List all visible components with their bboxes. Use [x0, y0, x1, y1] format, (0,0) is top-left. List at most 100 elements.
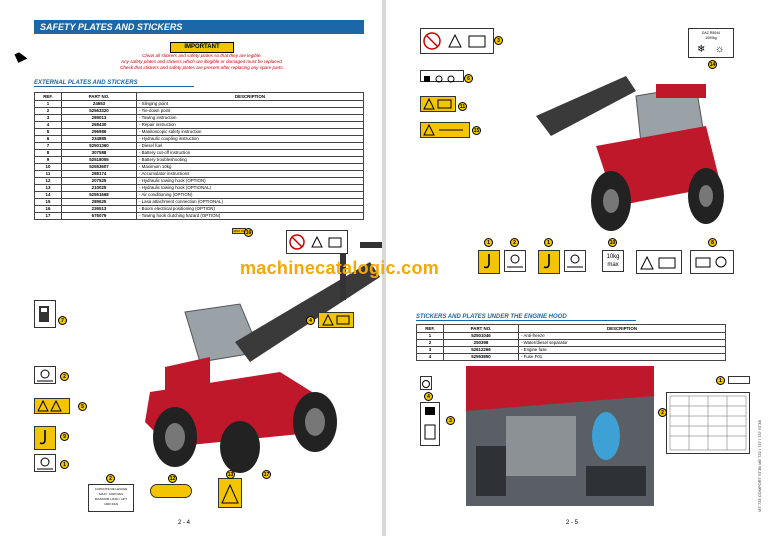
telehandler-illustration [145, 240, 382, 473]
callout: 1 [484, 238, 493, 247]
callout: 4 [424, 392, 433, 401]
description-cell: - Water/diesel separator [518, 339, 726, 347]
callout: 12 [168, 474, 177, 483]
fork [360, 242, 382, 248]
ref-cell: 9 [34, 156, 62, 164]
callout: 5 [78, 402, 87, 411]
sticker-tie-down [34, 366, 56, 384]
engine-bay-photo [466, 366, 654, 506]
left-page: SAFETY PLATES AND STICKERS IMPORTANT Cle… [0, 0, 382, 536]
ref-cell: 16 [34, 205, 62, 213]
ref-cell: 6 [34, 135, 62, 143]
part-number-cell: 52518055 [61, 156, 137, 164]
part-number-cell: 210025 [61, 184, 137, 192]
ref-cell: 2 [34, 107, 62, 115]
engine-cover [165, 357, 210, 397]
sticker-slinging-point [478, 250, 500, 274]
sticker-water-separator [420, 402, 440, 446]
hook-icon [483, 254, 490, 269]
ref-cell: 5 [34, 128, 62, 136]
sticker-battery-cutoff [636, 250, 682, 274]
sticker-towing-hook-hazard [218, 478, 242, 508]
sticker-tie-down-2 [564, 250, 586, 272]
ref-cell: 4 [34, 121, 62, 129]
capacity-line: MAXIMUM LOAD / LIFT [94, 497, 128, 501]
callout: 8 [708, 238, 717, 247]
part-number-cell: 52563320 [61, 107, 137, 115]
wheel-hub [165, 423, 185, 451]
sticker-diesel-fuel [34, 300, 56, 328]
external-section-title: EXTERNAL PLATES AND STICKERS [34, 80, 194, 87]
callout: 15 [472, 126, 481, 135]
sticker-fuse-f01 [728, 376, 750, 384]
part-number-cell: 289013 [61, 114, 137, 122]
callout: 2 [106, 474, 115, 483]
ref-cell: 8 [34, 149, 62, 157]
callout: 3 [446, 416, 455, 425]
ref-cell: 1 [416, 332, 444, 340]
capacity-line: MAXI : 1000 DAN [99, 492, 123, 496]
sticker-hydraulic-coupling [420, 70, 464, 83]
description-cell: - Diesel fuel [136, 142, 364, 150]
tie-down-icon [37, 457, 53, 470]
table-header-row: REF. PART NO. DESCRIPTION [416, 324, 726, 333]
part-number-cell: 52551668 [61, 191, 137, 199]
attachment-icon [423, 123, 463, 136]
callout: 2 [510, 238, 519, 247]
callout: 2 [658, 408, 667, 417]
description-cell: - Battery cut-off instruction [136, 149, 364, 157]
part-number-cell: 207525 [61, 177, 137, 185]
filter-icon [424, 407, 436, 440]
callout: 1 [716, 376, 725, 385]
description-cell: - Accumulator instructions [136, 170, 364, 178]
wheel-hub [603, 189, 619, 213]
part-number-cell: 268430 [61, 121, 137, 129]
description-cell: - Hydraulic towing hook (OPTION) [136, 177, 364, 185]
callout: 1 [544, 238, 553, 247]
page-number: 2 - 4 [178, 520, 191, 526]
sticker-battery-troubleshooting [690, 250, 734, 274]
column-header: PART NO. [61, 92, 137, 101]
description-cell: - Battery troubleshooting [136, 156, 364, 164]
part-number-cell: 52501046 [443, 332, 519, 340]
description-cell: - Lasa attachment connection (OPTIONAL) [136, 198, 364, 206]
part-number-cell: 52553607 [61, 163, 137, 171]
model-code: MT 733 COMFORT ST3B ME 732 / 737 / 737 S… [757, 420, 762, 512]
callout: 2 [60, 372, 69, 381]
description-cell: - Manitoscopic safety instruction [136, 128, 364, 136]
sticker-towing-instruction [420, 28, 494, 54]
important-line: Clean all stickers and safety plates so … [142, 53, 262, 58]
capacity-plate: CAPACITE DE LEVAGE MAXI : 1000 DAN MAXIM… [88, 484, 134, 512]
ref-cell: 3 [34, 114, 62, 122]
part-number-cell: 307588 [61, 149, 137, 157]
fork-carriage [340, 240, 346, 300]
watermark: machinecatalogic.com [240, 258, 440, 278]
callout: 14 [708, 60, 717, 69]
part-number-cell: 24653 [61, 100, 137, 108]
ref-cell: 3 [416, 346, 444, 354]
warning-pictogram-icon [37, 399, 62, 412]
plate-line: 1000kg [705, 36, 717, 40]
description-cell: - Hydraulic coupling instruction [136, 135, 364, 143]
callout: 4 [306, 316, 315, 325]
page-number: 2 - 5 [566, 520, 579, 526]
callout: 17 [262, 470, 271, 479]
column-header: DESCRIPTION [518, 324, 726, 333]
column-header: DESCRIPTION [136, 92, 364, 101]
hook-icon [39, 430, 46, 445]
part-number-cell: 676079 [61, 212, 137, 220]
page-gutter [382, 0, 386, 536]
sticker-lasa-attachment [420, 122, 470, 138]
description-cell: - Hydraulic towing hook (OPTIONAL) [136, 184, 364, 192]
table-header-row: REF. PART NO. DESCRIPTION [34, 92, 364, 101]
description-cell: - Maximum 10kg [136, 163, 364, 171]
part-number-cell: 236513 [61, 205, 137, 213]
capacity-line: CAPACITE DE LEVAGE [94, 487, 128, 491]
